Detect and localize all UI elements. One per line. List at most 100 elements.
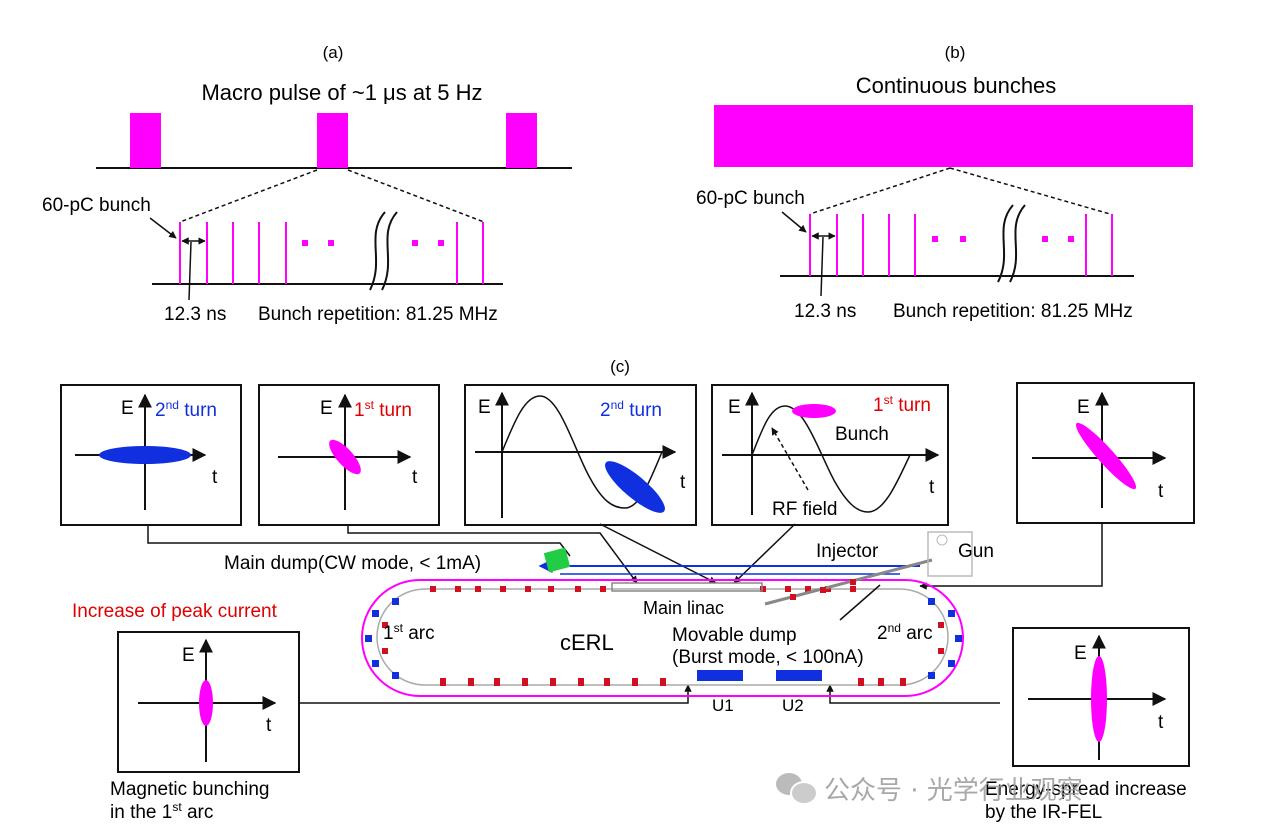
bunch-pointer-b [781, 211, 807, 233]
arc1-label: 1st arc [383, 621, 435, 644]
undulator-u2 [776, 670, 822, 681]
panel-b: (b) Continuous bunches 60-pC bunch 12.3 … [696, 43, 1193, 322]
e-axis-label: E [478, 397, 491, 418]
energy-spread-caption-2: by the IR-FEL [985, 802, 1102, 823]
continuous-bunch-band [714, 105, 1193, 167]
watermark-text: 公众号 · 光学行业观察 [824, 775, 1083, 806]
undulator-u1 [697, 670, 743, 681]
e-axis-label: E [320, 398, 333, 419]
magnetic-bunching-caption-2: in the 1st arc [110, 800, 213, 823]
turn-label: 1st turn [873, 393, 931, 416]
rf-wave [751, 405, 911, 513]
cerl-label: cERL [560, 630, 614, 655]
movable-dump-pointer [839, 584, 881, 621]
axis-break-right [1009, 204, 1026, 283]
injector-label: Injector [816, 541, 879, 562]
bunch-label-b: 60-pC bunch [696, 188, 805, 209]
connector-box5 [919, 523, 1103, 590]
phase-space-1st-turn-out: E t 1st turn [258, 384, 440, 526]
macro-pulse-3 [506, 113, 537, 168]
panel-c: (c) E t 2nd turn E t 1st turn [60, 357, 1195, 823]
magnets-arcs-red [382, 622, 944, 654]
bunch-label: Bunch [835, 424, 889, 445]
box-frame [258, 384, 440, 526]
panel-c-label: (c) [610, 357, 630, 376]
panel-b-label: (b) [945, 43, 966, 62]
magnetic-bunching-caption-1: Magnetic bunching [110, 779, 270, 800]
box-frame [60, 384, 242, 526]
bunch-ellipse [605, 461, 665, 513]
connector-box4 [733, 523, 796, 584]
e-axis-label: E [1074, 643, 1087, 664]
gun-detail [936, 534, 948, 546]
t-axis-label: t [1158, 481, 1164, 502]
box-frame [1012, 627, 1190, 767]
e-axis-label: E [1077, 397, 1090, 418]
axis-break-right [381, 211, 398, 291]
panel-a-label: (a) [323, 43, 344, 62]
phase-space-injector: E t [1016, 382, 1195, 524]
box-frame [117, 631, 300, 773]
t-axis-label: t [212, 467, 218, 488]
cerl-ring [360, 531, 973, 697]
zoom-line-left [179, 169, 318, 223]
bunch-pointer-a [149, 217, 177, 239]
bunch-ellipse [1075, 422, 1137, 490]
axis-break-left [997, 204, 1014, 283]
box-frame [464, 384, 697, 526]
main-linac-label: Main linac [643, 598, 724, 618]
energy-spread-caption-1: Energy-spread increase [985, 779, 1187, 800]
t-axis-label: t [1158, 712, 1164, 733]
macro-pulse-2 [317, 113, 348, 168]
phase-space-2nd-turn-out: E t 2nd turn [60, 384, 242, 526]
t-axis-label: t [412, 467, 418, 488]
rf-phase-2nd-turn: E t 2nd turn [464, 384, 697, 526]
turn-label: 2nd turn [155, 398, 217, 421]
zoom-line-left [809, 167, 951, 215]
movable-dump-label-2: (Burst mode, < 100nA) [672, 647, 864, 668]
t-axis-label: t [929, 477, 935, 498]
t-axis-label: t [266, 715, 272, 736]
rf-phase-1st-turn: E t 1st turn Bunch RF field [711, 384, 949, 526]
box-frame [711, 384, 949, 526]
e-axis-label: E [121, 398, 134, 419]
magnets-bottom [440, 678, 906, 686]
wechat-icon [776, 771, 818, 805]
bunch-ellipse [199, 680, 213, 726]
repetition-label-a: Bunch repetition: 81.25 MHz [258, 304, 498, 325]
e-axis-label: E [728, 397, 741, 418]
zoom-line-right [347, 169, 485, 223]
connector-box3 [599, 523, 717, 584]
magnets-arcs [365, 598, 962, 679]
gun-label: Gun [958, 541, 994, 562]
main-dump-block [543, 547, 571, 573]
bunch-lines [809, 214, 1113, 276]
phase-space-energy-spread: E t [1012, 627, 1190, 767]
magnets-top [430, 586, 856, 592]
repetition-label-b: Bunch repetition: 81.25 MHz [893, 301, 1133, 322]
bunch-label-a: 60-pC bunch [42, 195, 151, 216]
panel-a-title: Macro pulse of ~1 μs at 5 Hz [201, 80, 482, 105]
watermark: 公众号 · 光学行业观察 [776, 766, 1083, 810]
u2-label: U2 [782, 696, 804, 715]
axis-break-left [369, 211, 386, 291]
movable-dump-label-1: Movable dump [672, 625, 797, 646]
macro-pulse-1 [130, 113, 161, 168]
e-axis-label: E [182, 645, 195, 666]
bunch-lines [179, 222, 484, 284]
ellipsis-dots [302, 240, 444, 246]
turn-label: 2nd turn [600, 398, 662, 421]
ellipsis-dots [932, 236, 1074, 242]
bunch-ellipse [329, 439, 361, 475]
rf-field-pointer [771, 427, 809, 491]
connector-lines [147, 523, 1103, 704]
injector-magnets [790, 579, 856, 600]
box-frame [1016, 382, 1195, 524]
rf-field-label: RF field [772, 499, 837, 520]
spacing-label-b: 12.3 ns [794, 301, 856, 322]
panel-b-title: Continuous bunches [856, 73, 1057, 98]
bunch-ellipse [1091, 656, 1107, 742]
u1-label: U1 [712, 696, 734, 715]
connector-fel [826, 684, 1000, 704]
